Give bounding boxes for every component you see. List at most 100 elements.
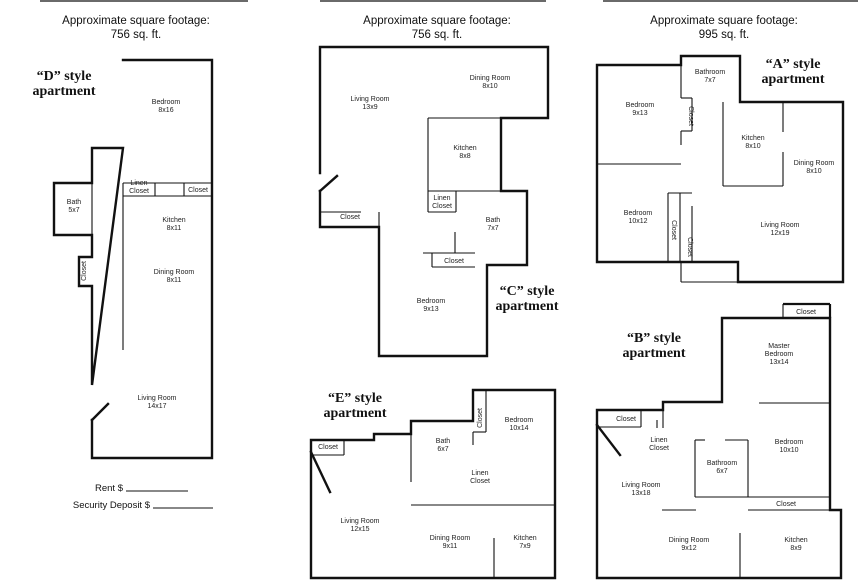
plan-d-style-title: “D” style [37, 69, 92, 84]
e-living-size: 12x15 [350, 526, 369, 533]
b-linen-closet-line2: Closet [649, 445, 669, 452]
d-side-closet-label: Closet [81, 261, 88, 281]
plan-c-footage-label: Approximate square footage: [363, 15, 511, 27]
b-master-label-line2: Bedroom [765, 351, 794, 358]
plan-a-style-subtitle: apartment [762, 72, 825, 87]
plan-b-style-title: “B” style [627, 331, 681, 346]
plan-a-footage-value: 995 sq. ft. [699, 29, 750, 41]
c-living-size: 13x9 [362, 104, 377, 111]
d-bedroom-size: 8x16 [158, 107, 173, 114]
c-living-label: Living Room [351, 96, 390, 103]
b-master-label-line1: Master [768, 343, 790, 350]
d-kitchen-size: 8x11 [167, 225, 182, 232]
b-living-label: Living Room [622, 482, 661, 489]
plan-d-outer-wall [52, 58, 214, 460]
a-living-size: 12x19 [770, 230, 789, 237]
c-dining-size: 8x10 [482, 83, 497, 90]
plan-e-style-title: “E” style [328, 391, 382, 406]
b-bedroom-size: 10x10 [779, 447, 798, 454]
b-kitchen-size: 8x9 [790, 545, 801, 552]
plan-e-style-subtitle: apartment [324, 406, 387, 421]
d-living-label: Living Room [138, 395, 177, 402]
b-closet-top-label: Closet [796, 309, 816, 316]
e-closet-left-label: Closet [318, 444, 338, 451]
c-linen-closet-line1: Linen [433, 195, 450, 202]
d-linen-closet-line1: Linen [130, 180, 147, 187]
e-linen-closet-line2: Closet [470, 478, 490, 485]
c-bath-label: Bath [486, 217, 501, 224]
e-bedroom-label: Bedroom [505, 417, 534, 424]
a-dining-size: 8x10 [806, 168, 821, 175]
plan-b-style-subtitle: apartment [623, 346, 686, 361]
security-deposit-label: Security Deposit $ [73, 500, 151, 511]
plan-a: Approximate square footage: 995 sq. ft. … [595, 15, 845, 284]
e-kitchen-size: 7x9 [519, 543, 530, 550]
e-living-label: Living Room [341, 518, 380, 525]
plan-e-angled-wall [309, 450, 332, 494]
rent-label: Rent $ [95, 483, 124, 494]
plan-b-outer-wall [595, 316, 843, 580]
plan-c-angled-wall [318, 174, 339, 193]
b-dining-size: 9x12 [681, 545, 696, 552]
c-bedroom-label: Bedroom [417, 298, 446, 305]
plan-d: Approximate square footage: 756 sq. ft. … [33, 15, 214, 511]
plan-d-style-subtitle: apartment [33, 84, 96, 99]
b-closet-left-label: Closet [616, 416, 636, 423]
a-bedroom2-label: Bedroom [624, 210, 653, 217]
a-bedroom1-label: Bedroom [626, 102, 655, 109]
e-dining-label: Dining Room [430, 535, 471, 542]
e-bath-size: 6x7 [437, 446, 448, 453]
a-closet1-label: Closet [687, 106, 694, 126]
a-bedroom1-size: 9x13 [632, 110, 647, 117]
d-dining-label: Dining Room [154, 269, 195, 276]
plan-a-footage-label: Approximate square footage: [650, 15, 798, 27]
c-dining-label: Dining Room [470, 75, 511, 82]
a-closet3-label: Closet [686, 237, 693, 257]
c-linen-closet-line2: Closet [432, 203, 452, 210]
a-kitchen-size: 8x10 [745, 143, 760, 150]
plan-d-angled-wall [90, 402, 110, 422]
plan-b-angled-wall [595, 423, 622, 457]
d-bedroom-label: Bedroom [152, 99, 181, 106]
b-kitchen-label: Kitchen [784, 537, 807, 544]
plan-e-outer-wall [309, 388, 557, 580]
c-closet-left-label: Closet [340, 214, 360, 221]
c-kitchen-size: 8x8 [459, 153, 470, 160]
a-kitchen-label: Kitchen [741, 135, 764, 142]
c-bedroom-size: 9x13 [423, 306, 438, 313]
plan-c: Approximate square footage: 756 sq. ft. … [318, 15, 559, 358]
d-living-size: 14x17 [147, 403, 166, 410]
a-closet2-label: Closet [670, 220, 677, 240]
e-closet-vertical-label: Closet [477, 408, 484, 428]
a-dining-label: Dining Room [794, 160, 835, 167]
e-linen-closet-line1: Linen [471, 470, 488, 477]
plan-d-footage-value: 756 sq. ft. [111, 29, 162, 41]
e-bedroom-size: 10x14 [509, 425, 528, 432]
d-dining-size: 8x11 [167, 277, 182, 284]
d-closet-label: Closet [188, 187, 208, 194]
c-kitchen-label: Kitchen [453, 145, 476, 152]
plan-a-style-title: “A” style [766, 57, 821, 72]
b-linen-closet-line1: Linen [650, 437, 667, 444]
b-master-size: 13x14 [769, 359, 788, 366]
plan-b: “B” style apartment Closet Master Bedroo… [595, 302, 843, 580]
e-bath-label: Bath [436, 438, 451, 445]
a-bathroom-size: 7x7 [704, 77, 715, 84]
b-dining-label: Dining Room [669, 537, 710, 544]
c-closet-mid-label: Closet [444, 258, 464, 265]
plan-c-style-subtitle: apartment [496, 299, 559, 314]
b-bathroom-size: 6x7 [716, 468, 727, 475]
b-living-size: 13x18 [631, 490, 650, 497]
plan-c-style-title: “C” style [500, 284, 555, 299]
c-bath-size: 7x7 [487, 225, 498, 232]
a-bathroom-label: Bathroom [695, 69, 726, 76]
d-linen-closet-line2: Closet [129, 188, 149, 195]
d-kitchen-label: Kitchen [162, 217, 185, 224]
a-bedroom2-size: 10x12 [628, 218, 647, 225]
plan-c-footage-value: 756 sq. ft. [412, 29, 463, 41]
b-bedroom-label: Bedroom [775, 439, 804, 446]
b-closet-mid-label: Closet [776, 501, 796, 508]
e-dining-size: 9x11 [443, 543, 458, 550]
plan-d-footage-label: Approximate square footage: [62, 15, 210, 27]
